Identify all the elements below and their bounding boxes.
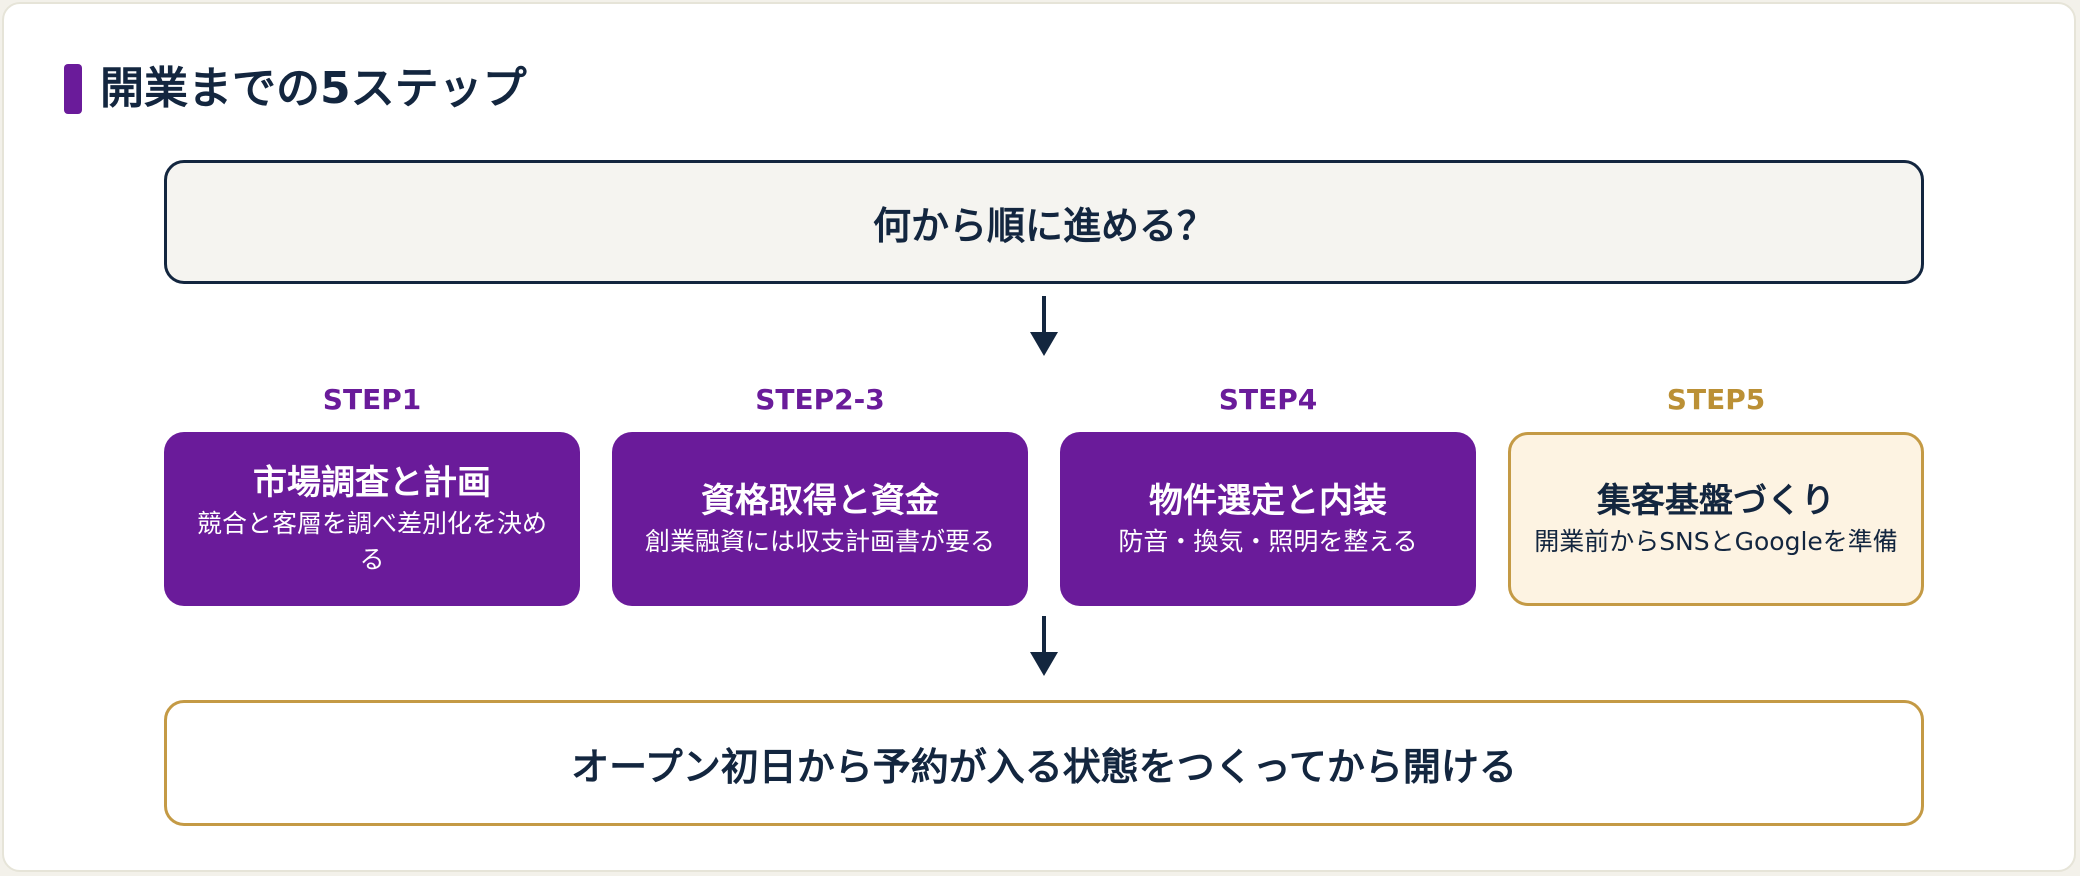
goal-box: オープン初日から予約が入る状態をつくってから開ける — [164, 700, 1924, 826]
step-label-4: STEP4 — [1218, 383, 1318, 416]
step-label-5: STEP5 — [1666, 383, 1766, 416]
page-title: 開業までの5ステップ — [100, 63, 527, 114]
step-card-title: 資格取得と資金 — [701, 481, 939, 521]
step-card-market-research: 市場調査と計画 競合と客層を調べ差別化を決める — [164, 432, 580, 606]
step-card-license-funding: 資格取得と資金 創業融資には収支計画書が要る — [612, 432, 1028, 606]
step-card-description: 創業融資には収支計画書が要る — [644, 527, 995, 556]
step-card-title: 市場調査と計画 — [253, 463, 491, 503]
arrow-down-icon — [1030, 296, 1058, 356]
step-label-2-3: STEP2-3 — [755, 383, 885, 416]
step-card-title: 集客基盤づくり — [1597, 481, 1835, 521]
step-card-description: 開業前からSNSとGoogleを準備 — [1534, 527, 1898, 556]
step-card-customer-base: 集客基盤づくり 開業前からSNSとGoogleを準備 — [1508, 432, 1924, 606]
step-card-title: 物件選定と内装 — [1149, 481, 1387, 521]
arrow-down-icon — [1030, 616, 1058, 676]
step-card-property-interior: 物件選定と内装 防音・換気・照明を整える — [1060, 432, 1476, 606]
title-accent-bar — [64, 64, 82, 114]
step-label-1: STEP1 — [322, 383, 422, 416]
question-box: 何から順に進める？ — [164, 160, 1924, 284]
step-card-description: 競合と客層を調べ差別化を決める — [196, 509, 547, 574]
step-card-description: 防音・換気・照明を整える — [1118, 527, 1418, 556]
